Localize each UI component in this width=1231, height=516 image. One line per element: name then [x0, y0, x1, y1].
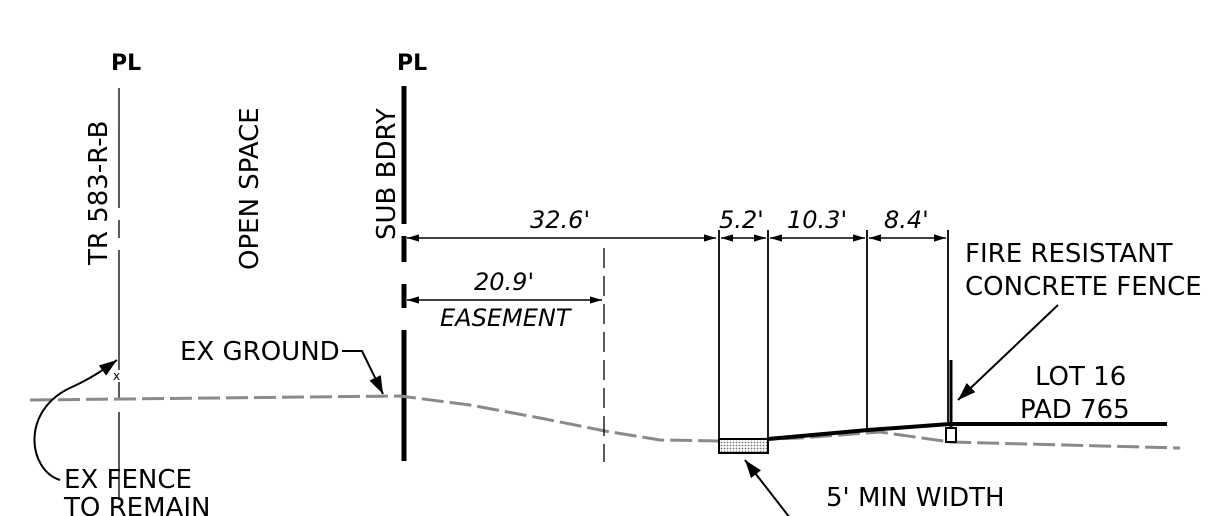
dim-seg1-label: 5.2' — [719, 206, 764, 234]
fence-label-line1: FIRE RESISTANT — [965, 239, 1173, 269]
right-pl-symbol: PL — [397, 51, 427, 76]
tract-label: TR 583-R-B — [84, 120, 114, 266]
pad-elevation-label: PAD 765 — [1020, 395, 1130, 425]
ex-fence-symbol: x — [113, 369, 120, 383]
fence-leader — [957, 304, 1059, 401]
dim-overall-label: 32.6' — [530, 206, 590, 234]
min-width-label: 5' MIN WIDTH — [826, 483, 1005, 513]
ex-fence-label-line2: TO REMAIN — [63, 493, 210, 516]
sub-bdry-label: SUB BDRY — [372, 108, 402, 240]
swale-block — [718, 438, 769, 454]
left-pl-symbol: PL — [111, 51, 141, 76]
open-space-label: OPEN SPACE — [235, 107, 265, 270]
proposed-grade-line — [767, 422, 1167, 441]
existing-ground-line — [29, 394, 1181, 450]
fence-label-line2: CONCRETE FENCE — [965, 272, 1202, 302]
ex-ground-label: EX GROUND — [180, 337, 340, 367]
ex-fence-label-line1: EX FENCE — [64, 465, 192, 495]
ex-ground-leader — [342, 350, 384, 395]
lot-number-label: LOT 16 — [1035, 362, 1126, 392]
easement-label: EASEMENT — [440, 304, 573, 332]
dim-easement-width-label: 20.9' — [474, 268, 534, 296]
fence-footing — [945, 427, 957, 443]
dim-seg2-label: 10.3' — [787, 206, 847, 234]
min-width-leader — [744, 459, 790, 516]
dim-seg3-label: 8.4' — [884, 206, 929, 234]
ex-fence-leader — [33, 359, 118, 481]
